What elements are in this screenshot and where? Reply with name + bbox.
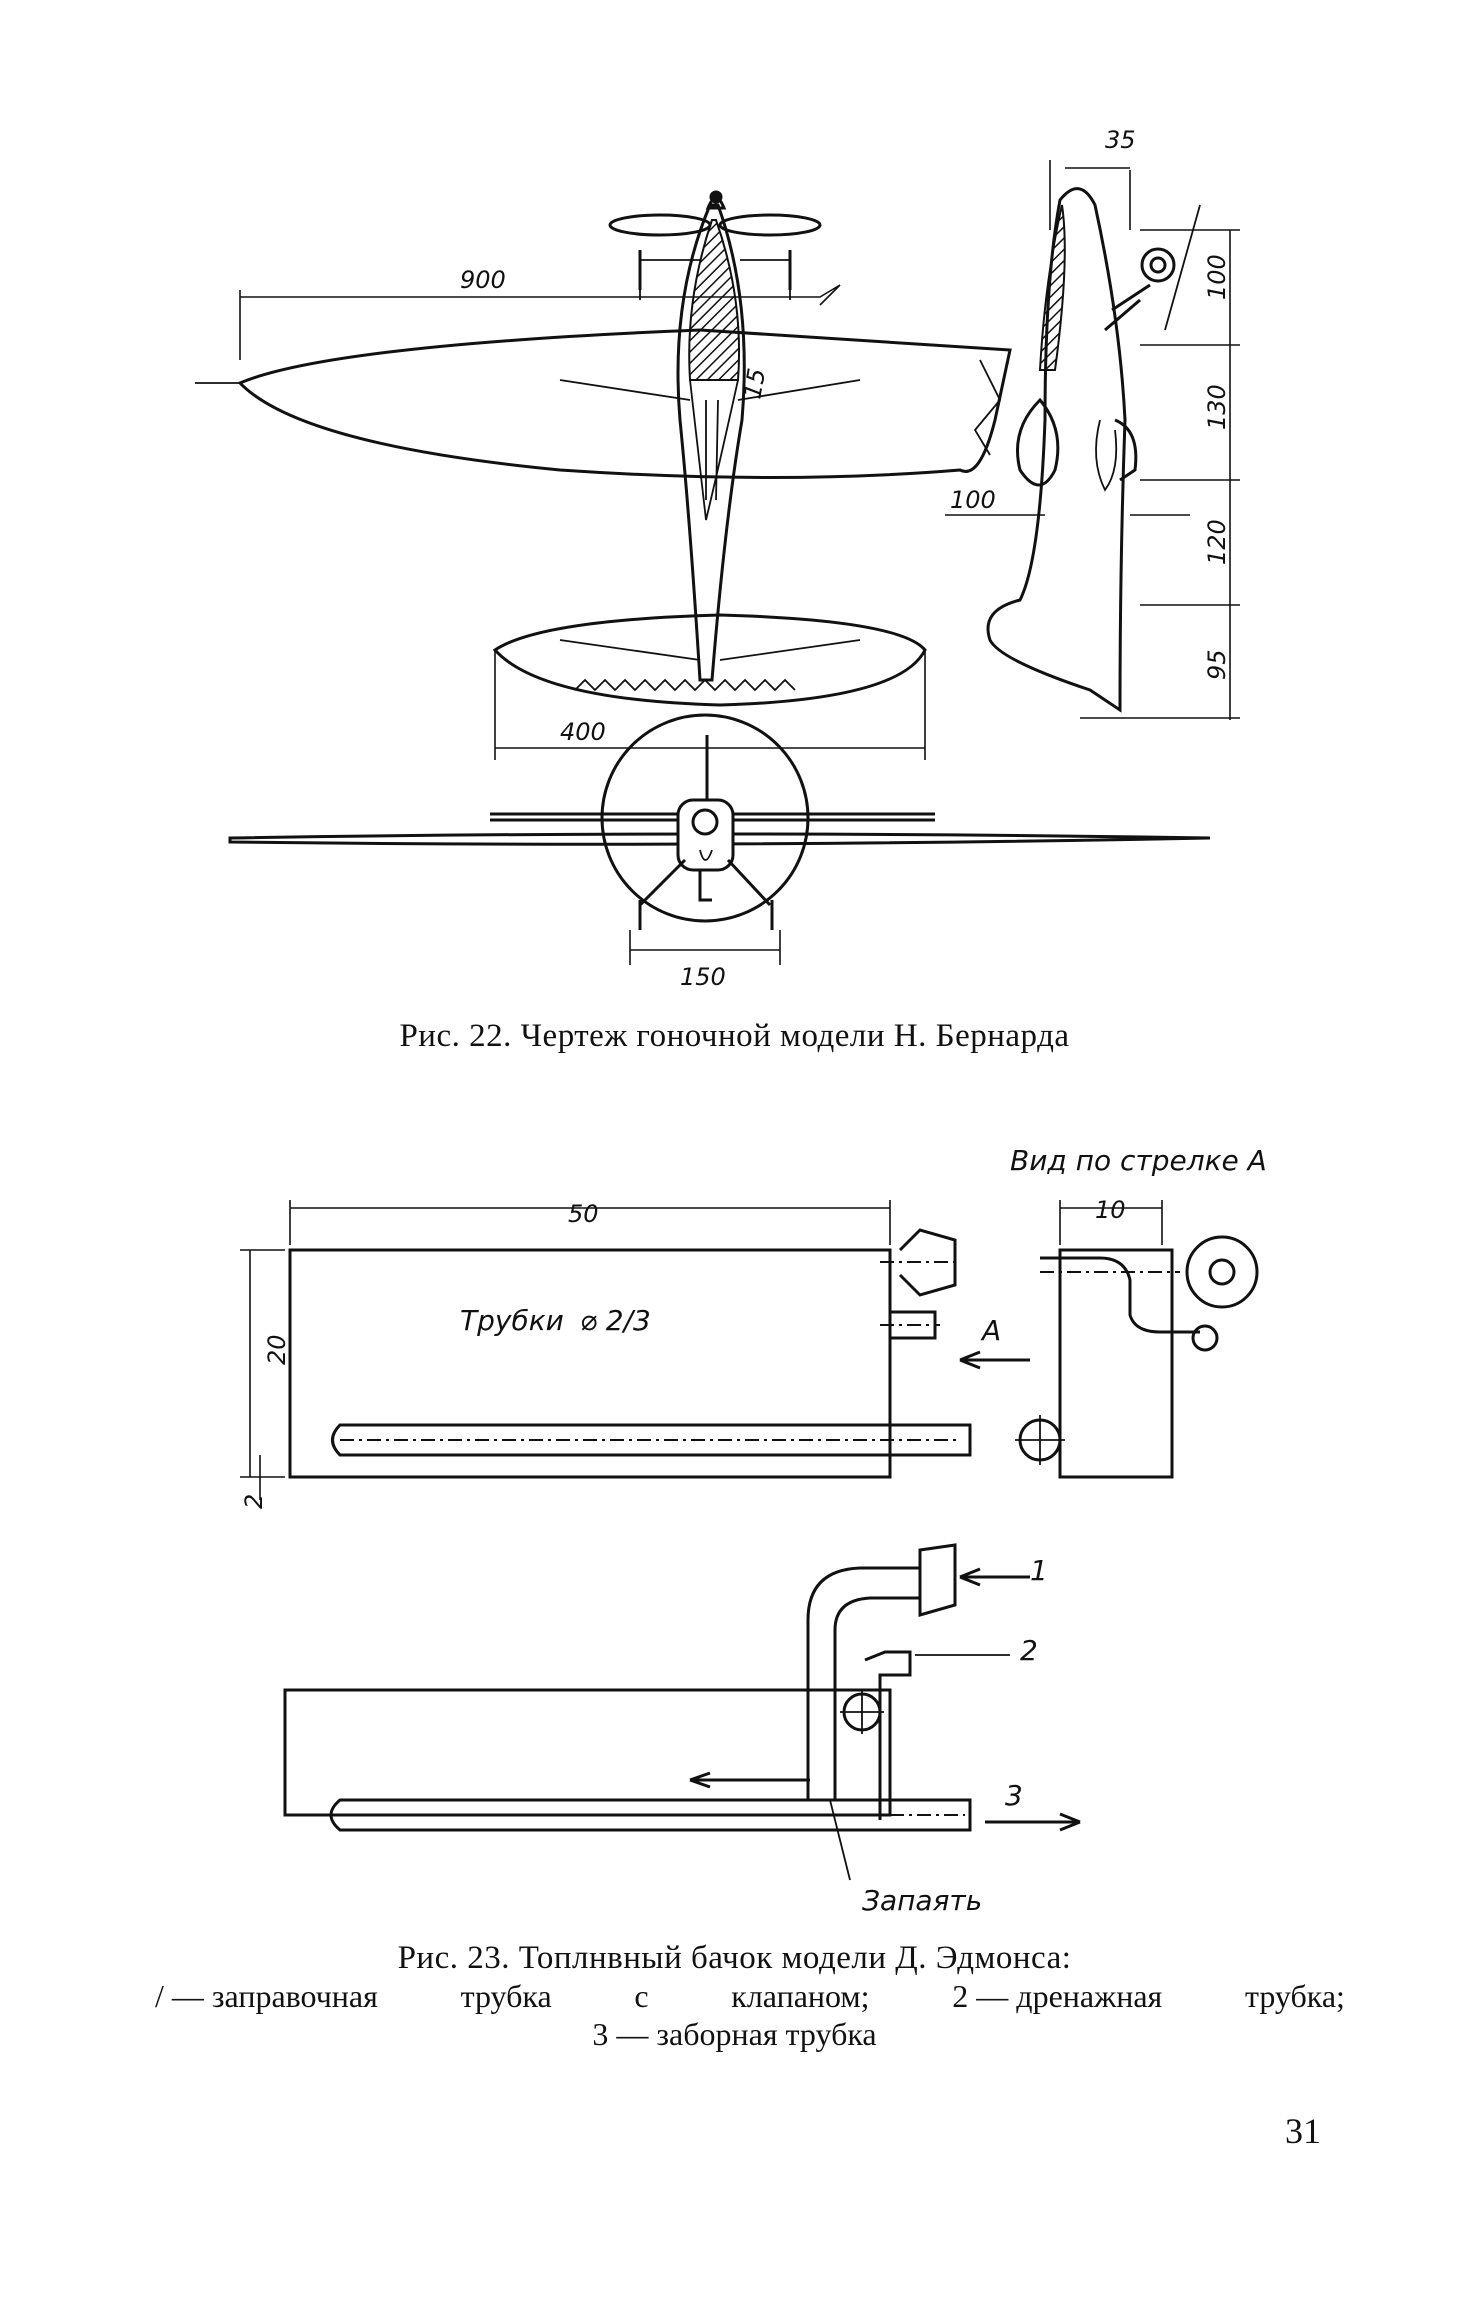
legend-item1d: клапаном; bbox=[731, 1978, 870, 2014]
stabilizer-planform bbox=[492, 613, 927, 707]
tank-end-view: 10 bbox=[1015, 1196, 1259, 1479]
dim-wingspan: 900 bbox=[239, 266, 841, 360]
dim-side-h1-label: 100 bbox=[1203, 254, 1231, 300]
callout-1: 1 bbox=[1030, 1554, 1048, 1587]
legend-item2b: трубка; bbox=[1244, 1978, 1345, 2014]
arrow-a-label: А bbox=[980, 1314, 1001, 1347]
legend-item1c: с bbox=[634, 1978, 649, 2014]
tank-dims: 50 20 2 bbox=[240, 1200, 891, 1509]
side-view bbox=[986, 187, 1201, 713]
figure-23-caption: Рис. 23. Топлнвный бачок модели Д. Эдмон… bbox=[397, 1940, 1072, 1976]
front-view bbox=[228, 713, 1211, 930]
legend-item1: / — заправочная bbox=[155, 1978, 378, 2014]
tank-section bbox=[283, 1543, 1081, 1881]
dim-side-h4-label: 95 bbox=[1203, 649, 1231, 680]
wing-planform bbox=[195, 328, 1012, 479]
page-number: 31 bbox=[1285, 2111, 1321, 2151]
dim-side-width-label: 35 bbox=[1105, 126, 1136, 154]
dim-gear-track: 150 bbox=[629, 930, 781, 991]
side-dims: 35 100 130 120 95 100 bbox=[945, 126, 1240, 720]
legend-item1b: трубка bbox=[460, 1978, 552, 2014]
dim-side-h3-label: 120 bbox=[1203, 519, 1231, 565]
tube-diameter-label: ⌀ 2/3 bbox=[580, 1304, 651, 1337]
fuselage-top-view bbox=[559, 203, 861, 682]
legend-item2: 2 — дренажная bbox=[952, 1978, 1163, 2014]
legend-item3: 3 — заборная трубка bbox=[592, 2016, 877, 2052]
view-arrow-a: А bbox=[959, 1314, 1030, 1370]
callout-2: 2 bbox=[1020, 1634, 1038, 1667]
tube-label: Трубки bbox=[460, 1304, 564, 1337]
propeller-top bbox=[608, 190, 822, 237]
dim-stab-span: 400 bbox=[494, 650, 926, 760]
landing-gear-top bbox=[638, 250, 792, 300]
figure-23-legend-line1: / — заправочная трубка с клапаном; 2 — д… bbox=[155, 1978, 1345, 2015]
figure-22-caption: Рис. 22. Чертеж гоночной модели Н. Берна… bbox=[399, 1018, 1070, 1054]
dim-gear-track-label: 150 bbox=[680, 963, 726, 991]
dim-wingspan-label: 900 bbox=[460, 266, 506, 294]
view-label: Вид по стрелке А bbox=[1010, 1144, 1267, 1177]
dim-height-label: 20 bbox=[263, 1334, 291, 1365]
dim-side-h2-label: 130 bbox=[1203, 384, 1231, 430]
dim-length-label: 50 bbox=[568, 1200, 599, 1228]
dim-view-width-label: 10 bbox=[1095, 1196, 1126, 1224]
dim-nose-angle-label: 15 bbox=[738, 366, 771, 401]
solder-label: Запаять bbox=[862, 1884, 982, 1917]
callout-3: 3 bbox=[1005, 1779, 1023, 1812]
dim-side-left-label: 100 bbox=[950, 486, 996, 514]
figure-23-drawing: Трубки ⌀ 2/3 50 20 2 А Вид по стрелке А … bbox=[240, 1144, 1267, 1917]
dim-stab-span-label: 400 bbox=[560, 718, 606, 746]
dim-gap-label: 2 bbox=[240, 1494, 268, 1509]
figure-22-drawing: 900 400 15 150 bbox=[195, 126, 1240, 991]
tank-side-view bbox=[288, 1228, 972, 1479]
